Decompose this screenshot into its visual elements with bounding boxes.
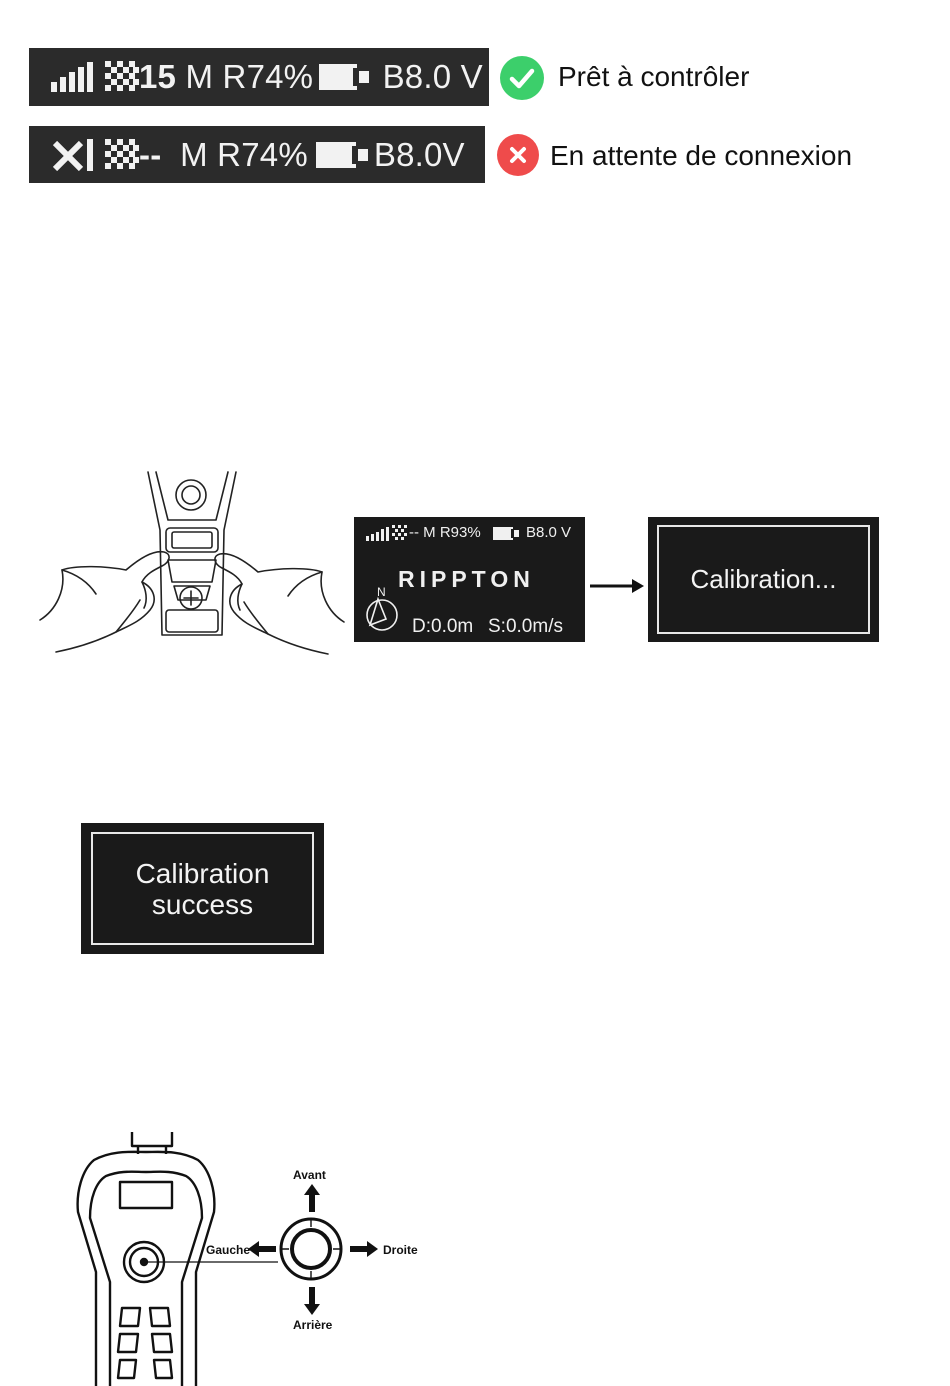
calibrating-text: Calibration... <box>691 564 837 595</box>
leader-line <box>144 1258 284 1266</box>
arrow-down-icon <box>303 1285 321 1315</box>
ready-label: Prêt à contrôler <box>558 61 749 93</box>
calibrating-screen: Calibration... <box>648 517 879 642</box>
main-oled-screen: -- M R93% B8.0 V RIPPTON N D:0.0m S:0.0m… <box>354 517 585 642</box>
battery-voltage: B8.0 V <box>373 58 483 96</box>
status-bar-ready: 15 M R74% B8.0 V <box>29 48 489 106</box>
battery-icon <box>316 140 374 170</box>
arrow-right-icon <box>348 1240 378 1258</box>
battery-voltage: B8.0V <box>374 136 465 174</box>
check-circle-icon <box>500 56 544 100</box>
success-line-1: Calibration <box>136 858 270 889</box>
success-frame: Calibration success <box>91 832 314 945</box>
direction-right-label: Droite <box>383 1243 418 1257</box>
speed-readout: S:0.0m/s <box>488 616 563 638</box>
hands-pressing-controller-illustration <box>36 470 348 655</box>
distance-readout: D:0.0m <box>412 616 473 638</box>
signal-bars-icon <box>366 527 392 541</box>
calibration-success-screen: Calibration success <box>81 823 324 954</box>
mode-rssi-text: M R74% <box>161 136 307 174</box>
screen-status-text: -- M R93% <box>409 524 481 541</box>
satellite-count: 15 <box>139 58 176 96</box>
direction-up-label: Avant <box>293 1168 326 1182</box>
battery-icon <box>319 62 373 92</box>
compass-north-label: N <box>377 585 386 599</box>
brand-logo-text: RIPPTON <box>398 566 535 593</box>
arrow-up-icon <box>303 1184 321 1214</box>
joystick-zoom-icon <box>279 1217 343 1281</box>
satellite-grid-icon <box>392 525 408 541</box>
x-circle-icon <box>497 134 539 176</box>
screen-battery-text: B8.0 V <box>526 524 571 541</box>
calibrating-frame: Calibration... <box>657 525 870 634</box>
direction-left-label: Gauche <box>206 1243 250 1257</box>
arrow-right-icon <box>590 576 646 596</box>
arrow-left-icon <box>248 1240 278 1258</box>
status-bar-waiting: -- M R74% B8.0V <box>29 126 485 183</box>
direction-down-label: Arrière <box>293 1318 332 1332</box>
battery-icon <box>493 526 521 541</box>
no-signal-icon <box>53 139 103 171</box>
satellite-grid-icon <box>105 61 139 93</box>
satellite-grid-icon <box>105 139 139 171</box>
satellite-count: -- <box>139 136 161 174</box>
mode-rssi-text: M R74% <box>176 58 313 96</box>
success-line-2: success <box>152 889 253 920</box>
waiting-label: En attente de connexion <box>550 140 852 172</box>
signal-bars-icon <box>51 62 101 92</box>
